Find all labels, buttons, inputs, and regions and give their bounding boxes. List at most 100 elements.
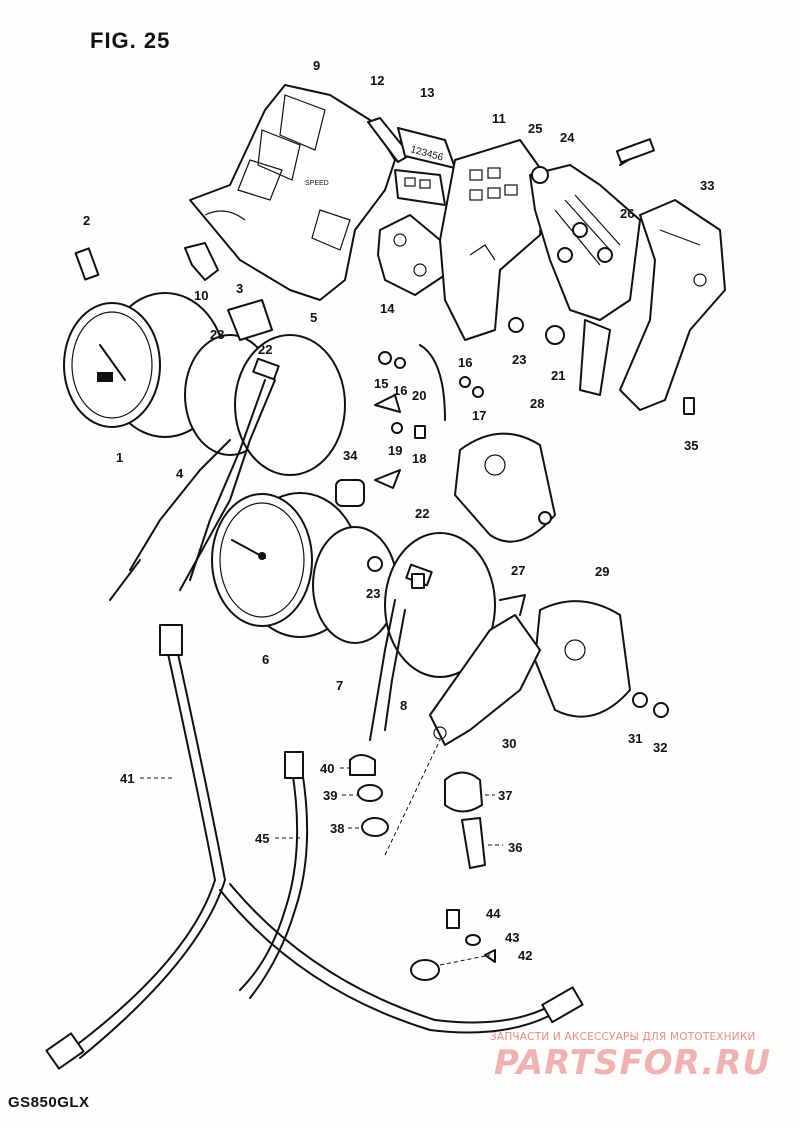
callout-37: 37 [498, 788, 512, 803]
callout-36: 36 [508, 840, 522, 855]
callout-9: 9 [313, 58, 320, 73]
callout-26: 26 [620, 206, 634, 221]
band-42 [410, 959, 440, 981]
plate-3 [227, 299, 273, 341]
callout-16b: 16 [458, 355, 472, 370]
callout-43: 43 [505, 930, 519, 945]
svg-text:SPEED: SPEED [305, 180, 329, 187]
grommet-23b [367, 556, 383, 572]
washer-15 [378, 351, 392, 365]
clip-10 [184, 242, 219, 281]
callout-40: 40 [320, 761, 334, 776]
callout-22b: 22 [415, 506, 429, 521]
back-plate-28 [454, 432, 556, 543]
callout-24: 24 [560, 130, 575, 145]
callout-11: 11 [492, 111, 506, 126]
callout-12: 12 [370, 73, 384, 88]
rear-bracket-33 [619, 199, 726, 411]
plate-27 [499, 594, 526, 616]
washer-31 [632, 692, 648, 708]
callout-22a: 22 [258, 342, 272, 357]
figure-title: FIG. 25 [90, 28, 171, 53]
callout-27: 27 [511, 563, 525, 578]
callout-23c: 23 [512, 352, 526, 367]
callout-20: 20 [412, 388, 426, 403]
clip-34 [374, 469, 401, 489]
callout-7: 7 [336, 678, 343, 693]
nut-16b [459, 376, 471, 388]
wire-20 [419, 344, 446, 421]
callout-23a: 23 [210, 327, 224, 342]
screw-2 [74, 247, 100, 281]
nut-16a [394, 357, 406, 369]
speedometer-cable-41 [45, 624, 226, 1070]
callout-41: 41 [120, 771, 134, 786]
callout-13: 13 [420, 85, 434, 100]
assembly-line-38 [384, 739, 441, 856]
callout-21: 21 [551, 368, 565, 383]
bracket-14 [377, 214, 446, 296]
cap-19 [391, 422, 403, 434]
clip-42 [484, 949, 496, 963]
callout-15: 15 [374, 376, 388, 391]
callout-33: 33 [700, 178, 714, 193]
callout-5: 5 [310, 310, 317, 325]
indicator-housing [439, 139, 546, 341]
callout-42: 42 [518, 948, 532, 963]
rubber-boot-21 [545, 319, 611, 396]
mount-bracket-30 [429, 614, 541, 746]
callout-29: 29 [595, 564, 609, 579]
callout-31: 31 [628, 731, 642, 746]
back-plate-29 [534, 600, 631, 718]
callout-3: 3 [236, 281, 243, 296]
nut-40 [349, 754, 376, 776]
callout-2: 2 [83, 213, 90, 228]
washer-43 [465, 934, 481, 946]
model-label: GS850GLX [8, 1094, 90, 1111]
callout-labels: 1 2 3 4 5 6 7 8 9 10 11 12 13 14 15 16 1… [83, 58, 714, 963]
screw-44 [446, 909, 460, 929]
meter-cover-upper: SPEED [189, 84, 396, 301]
damper-37 [444, 771, 483, 813]
clamp-20 [374, 394, 401, 413]
nut-32 [653, 702, 669, 718]
callout-4: 4 [176, 466, 184, 481]
callout-8: 8 [400, 698, 407, 713]
callout-1: 1 [116, 450, 123, 465]
bolt-35 [683, 397, 695, 415]
callout-32: 32 [653, 740, 667, 755]
speedometer-case [109, 334, 346, 601]
callout-45: 45 [255, 831, 269, 846]
callout-16a: 16 [393, 383, 407, 398]
socket-22 [411, 573, 425, 589]
callout-34: 34 [343, 448, 358, 463]
washer-17 [472, 386, 484, 398]
callout-14: 14 [380, 301, 395, 316]
callout-6: 6 [262, 652, 269, 667]
callout-25: 25 [528, 121, 542, 136]
watermark-logo: PARTSFOR.RU [494, 1043, 772, 1083]
washer-39 [357, 784, 383, 802]
callout-28: 28 [530, 396, 544, 411]
callout-23b: 23 [366, 586, 380, 601]
callout-10: 10 [194, 288, 208, 303]
callout-35: 35 [684, 438, 698, 453]
watermark-subtitle: ЗАПЧАСТИ И АКСЕССУАРЫ ДЛЯ МОТОТЕХНИКИ [490, 1031, 756, 1043]
callout-17: 17 [472, 408, 486, 423]
indicator-lens: 123456 [367, 117, 456, 206]
damper-34 [335, 479, 365, 507]
bolt-18 [414, 425, 426, 439]
grommet-23a [508, 317, 524, 333]
bolt-36 [461, 817, 486, 869]
callout-18: 18 [412, 451, 426, 466]
callout-44: 44 [486, 906, 501, 921]
tachometer-case [312, 526, 496, 741]
callout-38: 38 [330, 821, 344, 836]
washer-38 [361, 817, 389, 837]
callout-30: 30 [502, 736, 516, 751]
socket-harness [529, 138, 655, 321]
callout-19: 19 [388, 443, 402, 458]
callout-39: 39 [323, 788, 337, 803]
